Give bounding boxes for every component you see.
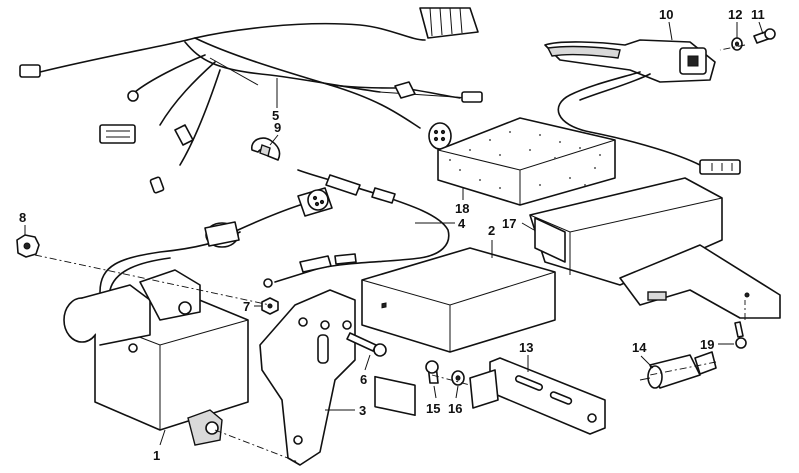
callout-16: 16: [448, 401, 462, 416]
screw-11[interactable]: [753, 28, 776, 44]
callout-5: 5: [272, 108, 279, 123]
callout-18: 18: [455, 201, 469, 216]
callout-19: 19: [700, 337, 714, 352]
callout-11: 11: [751, 7, 765, 22]
nut-7[interactable]: [261, 297, 279, 315]
callout-12: 12: [728, 7, 742, 22]
callout-10: 10: [659, 7, 673, 22]
mounting-bracket[interactable]: [259, 289, 356, 466]
callout-13: 13: [519, 340, 533, 355]
module-bracket[interactable]: [529, 177, 781, 319]
cable-clip[interactable]: [251, 137, 281, 161]
screw-15[interactable]: [425, 360, 439, 384]
callout-17: 17: [502, 216, 516, 231]
callout-15: 15: [426, 401, 440, 416]
callout-8: 8: [19, 210, 26, 225]
strap-13[interactable]: [469, 357, 606, 435]
screw-19[interactable]: [734, 321, 747, 349]
callout-7: 7: [243, 299, 250, 314]
callout-9: 9: [274, 120, 281, 135]
lever-switch[interactable]: [544, 39, 741, 175]
wiring-harness[interactable]: [19, 7, 483, 194]
grommet-8[interactable]: [16, 234, 40, 258]
switch-14[interactable]: [639, 351, 717, 389]
control-unit[interactable]: [361, 247, 556, 417]
assembly-lines: [34, 44, 746, 463]
callout-6: 6: [360, 372, 367, 387]
callout-3: 3: [359, 403, 366, 418]
bowden-cable[interactable]: [263, 169, 450, 288]
washer-16[interactable]: [451, 370, 465, 386]
callouts: 1 2 3 4 5 6 7 8 9 10 11 12 13 14 15 16 1…: [19, 7, 765, 463]
actuator-motor[interactable]: [63, 187, 333, 446]
callout-4: 4: [458, 216, 466, 231]
callout-14: 14: [632, 340, 647, 355]
callout-2: 2: [488, 223, 495, 238]
washer-12[interactable]: [731, 37, 743, 51]
foam-pad[interactable]: [437, 117, 616, 206]
leader-lines: [24, 21, 764, 446]
bolt-6[interactable]: [346, 332, 387, 357]
callout-1: 1: [153, 448, 160, 463]
